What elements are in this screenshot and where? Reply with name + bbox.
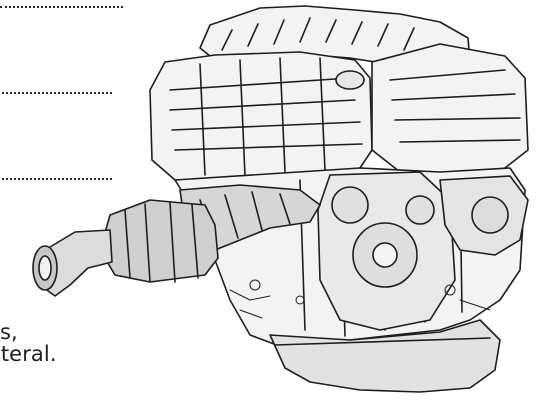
valve-cover-right-detail — [389, 69, 521, 143]
caption-line-2: keting collateral. — [0, 342, 57, 366]
callout-leader-line-1 — [0, 6, 123, 8]
crank-pulley-hub — [372, 242, 398, 268]
cat-bands — [124, 202, 199, 283]
alternator — [471, 196, 509, 234]
pipe-outlet-inner — [38, 255, 52, 281]
catalytic-converter — [99, 199, 219, 283]
valve-cover-right — [371, 43, 529, 177]
cam-gear — [331, 186, 369, 224]
valve-cover-detail — [169, 77, 363, 151]
valve-cover-left — [149, 51, 373, 181]
callout-leader-line-3 — [0, 178, 112, 180]
intake-runners — [221, 17, 415, 51]
caption-line-1: s, — [0, 320, 18, 344]
oil-pan — [269, 319, 501, 393]
oil-cap — [335, 70, 365, 90]
callout-leader-line-2 — [0, 92, 112, 94]
idler — [405, 195, 435, 225]
oil-pan-flange — [274, 337, 491, 346]
valve-cover-ribs — [199, 57, 326, 177]
